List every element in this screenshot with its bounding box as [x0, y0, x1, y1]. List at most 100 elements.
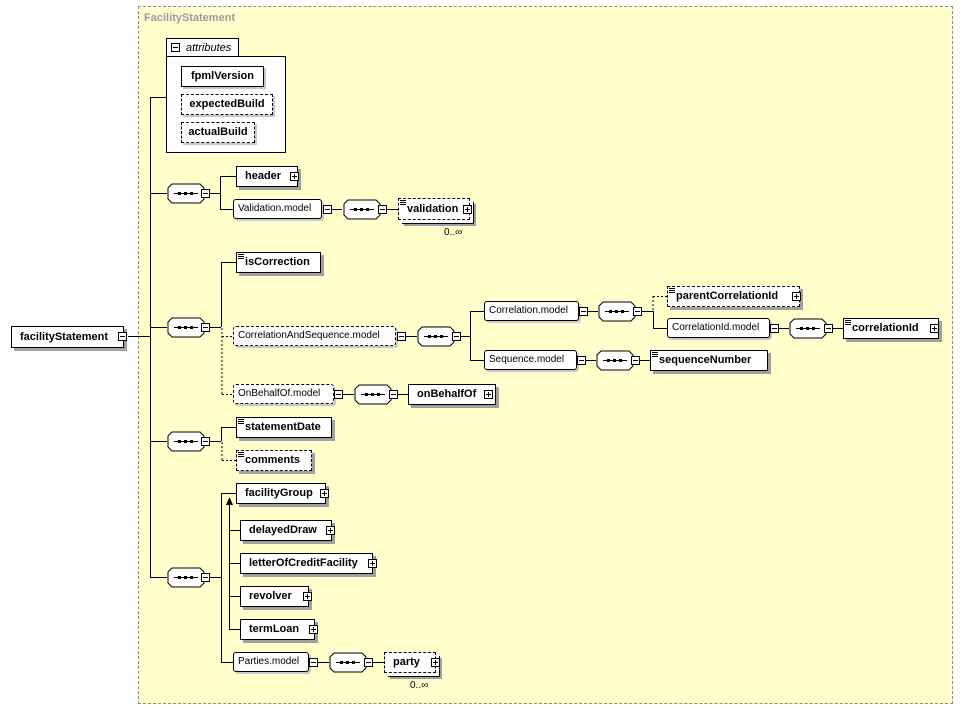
element-termloan[interactable]: termLoan	[240, 619, 315, 640]
sequence-compositor-parties[interactable]	[328, 652, 376, 674]
element-label: sequenceNumber	[659, 354, 752, 366]
expand-icon[interactable]	[463, 205, 472, 214]
expand-icon[interactable]	[320, 489, 329, 498]
expand-icon[interactable]	[930, 324, 939, 333]
element-label: termLoan	[249, 623, 300, 635]
documentation-icon	[400, 200, 406, 205]
documentation-icon	[238, 452, 244, 457]
element-iscorrection[interactable]: isCorrection	[236, 252, 321, 273]
collapse-icon[interactable]	[389, 390, 398, 399]
group-label: Validation.model	[238, 203, 312, 214]
attributes-tab[interactable]	[166, 38, 239, 57]
sequence-compositor-3[interactable]	[166, 431, 214, 453]
collapse-icon[interactable]	[323, 205, 332, 214]
sequence-compositor-sequence[interactable]	[595, 350, 643, 372]
group-label: CorrelationAndSequence.model	[238, 330, 380, 341]
element-label: statementDate	[245, 421, 321, 433]
collapse-icon[interactable]	[378, 205, 387, 214]
sequence-compositor-validation[interactable]	[342, 199, 390, 221]
collapse-icon[interactable]	[171, 43, 180, 52]
sequence-compositor-2[interactable]	[166, 317, 214, 339]
group-label: CorrelationId.model	[672, 322, 760, 333]
group-sequence-model[interactable]: Sequence.model	[484, 350, 577, 370]
element-party[interactable]: party	[384, 652, 436, 673]
collapse-icon[interactable]	[201, 323, 210, 332]
attribute-expectedbuild[interactable]: expectedBuild	[181, 94, 273, 115]
element-label: correlationId	[852, 322, 919, 334]
group-validation-model[interactable]: Validation.model	[233, 199, 322, 219]
attribute-fpmlversion[interactable]: fpmlVersion	[181, 66, 264, 87]
element-label: parentCorrelationId	[676, 290, 779, 302]
group-correlationid-model[interactable]: CorrelationId.model	[667, 318, 770, 338]
element-validation[interactable]: validation	[398, 198, 470, 220]
sequence-compositor-correlation[interactable]	[597, 301, 645, 323]
element-onbehalfof[interactable]: onBehalfOf	[408, 384, 496, 405]
element-delayeddraw[interactable]: delayedDraw	[240, 520, 332, 541]
collapse-icon[interactable]	[201, 573, 210, 582]
element-sequencenumber[interactable]: sequenceNumber	[650, 350, 768, 371]
documentation-icon	[238, 419, 244, 424]
collapse-icon[interactable]	[633, 307, 642, 316]
collapse-icon[interactable]	[579, 307, 588, 316]
expand-icon[interactable]	[290, 172, 299, 181]
collapse-icon[interactable]	[770, 324, 779, 333]
element-comments[interactable]: comments	[236, 450, 312, 471]
collapse-icon[interactable]	[334, 390, 343, 399]
collapse-icon[interactable]	[397, 332, 406, 341]
group-onbehalfof-model[interactable]: OnBehalfOf.model	[233, 384, 334, 404]
expand-icon[interactable]	[792, 292, 801, 301]
root-element-facilitystatement[interactable]: facilityStatement	[11, 326, 124, 348]
element-letterofcreditfacility[interactable]: letterOfCreditFacility	[240, 553, 373, 574]
sequence-compositor-onbehalfof[interactable]	[353, 384, 401, 406]
expand-icon[interactable]	[326, 526, 335, 535]
expand-icon[interactable]	[484, 390, 493, 399]
cardinality-label: 0..∞	[410, 680, 429, 691]
element-facilitygroup[interactable]: facilityGroup	[236, 483, 326, 504]
collapse-icon[interactable]	[118, 332, 127, 341]
element-correlationid[interactable]: correlationId	[843, 318, 939, 339]
element-label: isCorrection	[245, 256, 310, 268]
expand-icon[interactable]	[368, 559, 377, 568]
expand-icon[interactable]	[309, 625, 318, 634]
element-statementdate[interactable]: statementDate	[236, 417, 332, 438]
element-label: revolver	[249, 590, 292, 602]
collapse-icon[interactable]	[201, 437, 210, 446]
element-label: facilityGroup	[245, 487, 313, 499]
collapse-icon[interactable]	[631, 356, 640, 365]
group-correlation-model[interactable]: Correlation.model	[484, 301, 579, 321]
element-label: party	[393, 656, 420, 668]
panel-title: FacilityStatement	[144, 12, 236, 24]
element-label: facilityStatement	[20, 331, 109, 343]
group-correlationandsequence-model[interactable]: CorrelationAndSequence.model	[233, 326, 396, 346]
expand-icon[interactable]	[303, 592, 312, 601]
sequence-compositor-corrseq[interactable]	[416, 326, 464, 348]
element-revolver[interactable]: revolver	[240, 586, 309, 607]
attribute-actualbuild[interactable]: actualBuild	[181, 122, 255, 143]
element-parentcorrelationid[interactable]: parentCorrelationId	[667, 286, 800, 307]
group-label: Correlation.model	[489, 305, 568, 316]
documentation-icon	[652, 352, 658, 357]
group-label: Parties.model	[238, 656, 300, 667]
collapse-icon[interactable]	[364, 658, 373, 667]
attributes-label: attributes	[186, 42, 232, 54]
collapse-icon[interactable]	[309, 658, 318, 667]
collapse-icon[interactable]	[577, 356, 586, 365]
element-label: comments	[245, 454, 301, 466]
element-header[interactable]: header	[236, 166, 298, 187]
element-label: letterOfCreditFacility	[249, 557, 358, 569]
collapse-icon[interactable]	[201, 189, 210, 198]
collapse-icon[interactable]	[824, 324, 833, 333]
sequence-compositor-4[interactable]	[166, 567, 214, 589]
element-label: validation	[407, 203, 459, 215]
group-label: OnBehalfOf.model	[238, 388, 321, 399]
element-label: delayedDraw	[249, 524, 317, 536]
group-label: Sequence.model	[489, 354, 565, 365]
cardinality-label: 0..∞	[444, 227, 463, 238]
collapse-icon[interactable]	[452, 332, 461, 341]
expand-icon[interactable]	[431, 658, 440, 667]
group-parties-model[interactable]: Parties.model	[233, 652, 309, 672]
sequence-compositor-correlationid[interactable]	[788, 318, 836, 340]
documentation-icon	[845, 320, 851, 325]
sequence-compositor-1[interactable]	[166, 183, 214, 205]
